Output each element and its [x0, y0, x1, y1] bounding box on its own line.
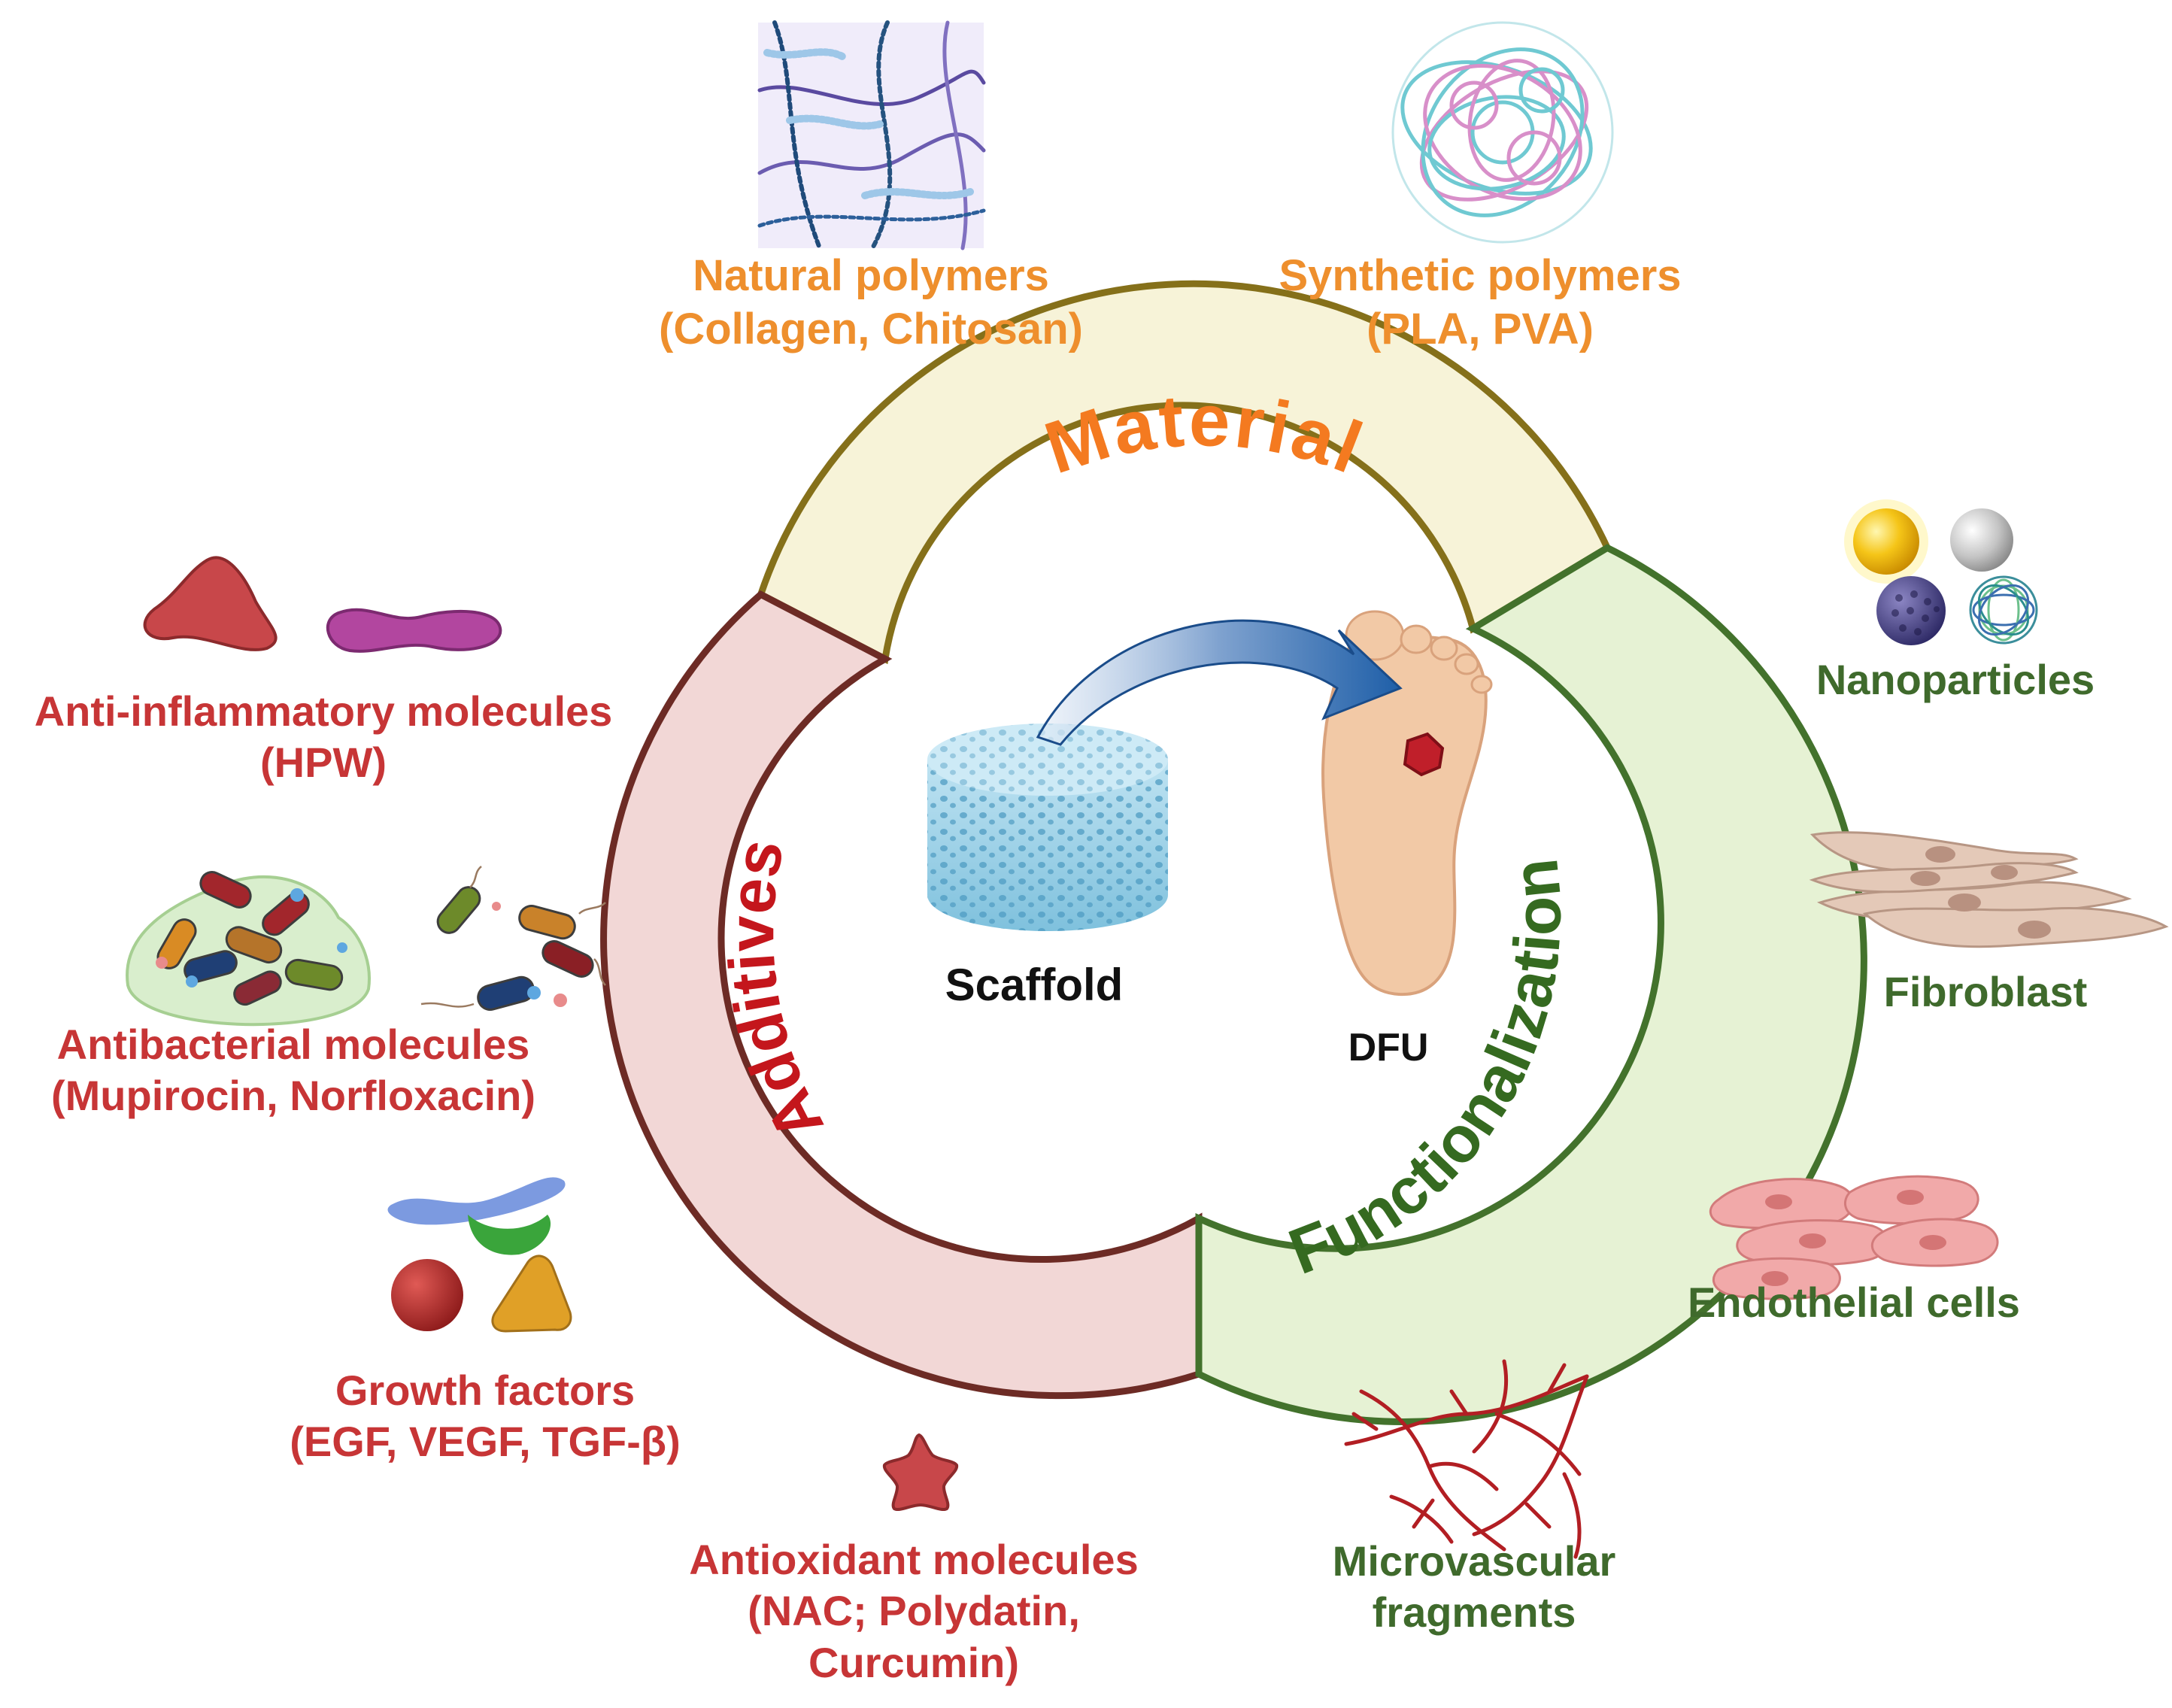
label-natural-polymers: Natural polymers (Collagen, Chitosan): [659, 251, 1083, 353]
label-fibroblast: Fibroblast: [1883, 968, 2088, 1015]
ring-segment-functionalization: [1195, 544, 1867, 1425]
curved-arrow-icon: [1036, 619, 1403, 746]
porous-cylinder-icon: [927, 724, 1168, 931]
capillary-network-icon: [1344, 1359, 1589, 1559]
label-anti-inflammatory: Anti-inflammatory molecules (HPW): [34, 687, 613, 787]
label-nanoparticles: Nanoparticles: [1816, 656, 2095, 703]
fibroblast-cells-icon: [1809, 831, 2169, 948]
nanoparticle-spheres-icon: [1844, 499, 2038, 645]
label-growth-factors: Growth factors (EGF, VEGF, TGF-β): [290, 1367, 681, 1466]
foot-ulcer-icon: [1321, 610, 1493, 997]
label-endothelial-cells: Endothelial cells: [1688, 1279, 2020, 1326]
bacteria-cluster-icon: [126, 866, 606, 1027]
star-molecule-icon: [882, 1433, 959, 1511]
label-microvascular-fragments: Microvascular fragments: [1332, 1537, 1616, 1637]
ring: Material Additives Functionalization: [600, 280, 1867, 1425]
blob-molecules-icon: [143, 556, 502, 653]
center-label-dfu: DFU: [1348, 1026, 1429, 1069]
label-antibacterial: Antibacterial molecules (Mupirocin, Norf…: [51, 1021, 535, 1120]
endothelial-cells-icon: [1709, 1175, 1999, 1300]
polymer-fiber-mesh-icon: [757, 20, 986, 250]
label-antioxidant: Antioxidant molecules (NAC; Polydatin, C…: [689, 1536, 1139, 1686]
label-synthetic-polymers: Synthetic polymers (PLA, PVA): [1279, 251, 1682, 353]
protein-shapes-icon: [387, 1177, 572, 1333]
ring-segment-material: [757, 280, 1612, 665]
polymer-ball-icon: [1391, 21, 1614, 244]
center-label-scaffold: Scaffold: [945, 960, 1124, 1010]
